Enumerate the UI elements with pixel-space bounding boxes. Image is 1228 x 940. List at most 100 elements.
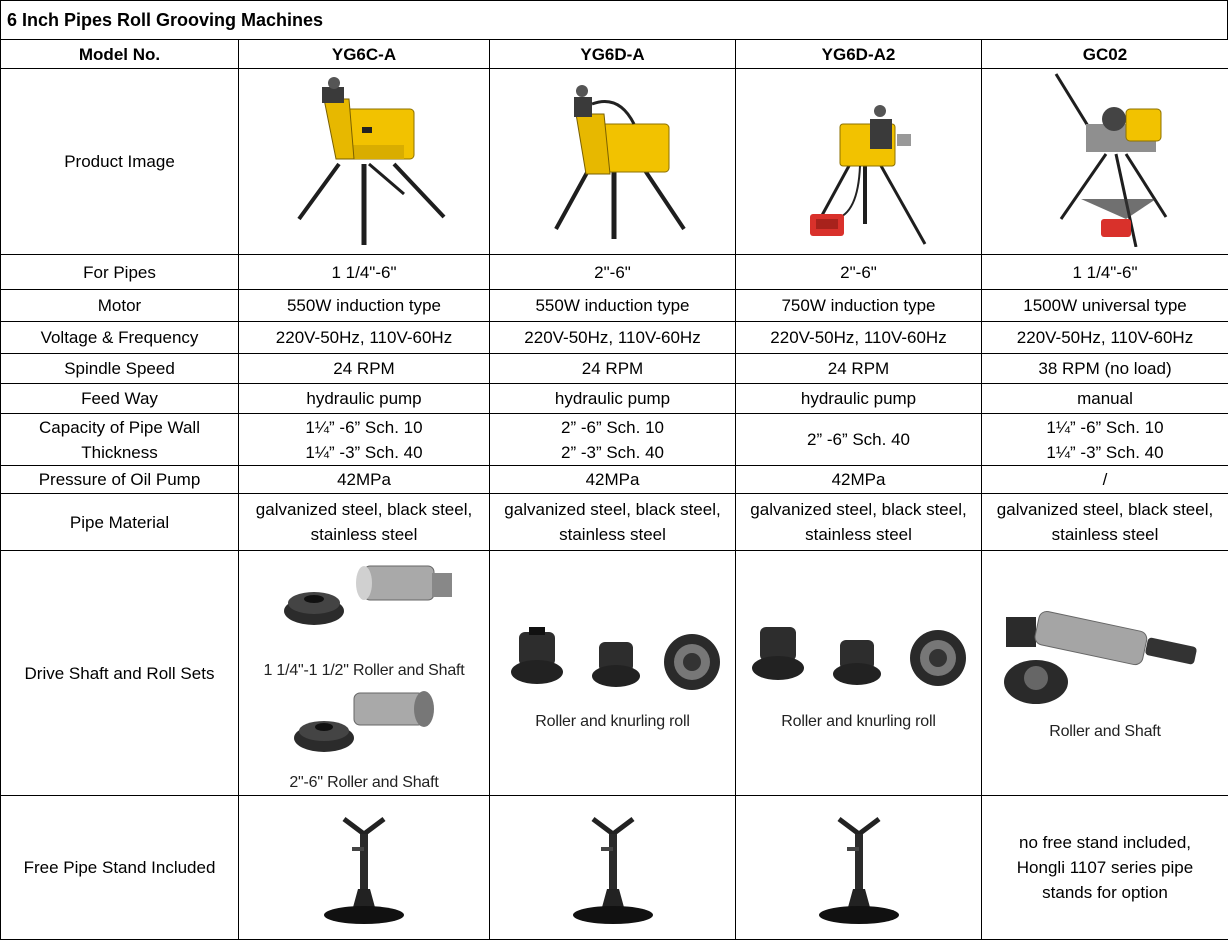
cell-value: manual	[982, 384, 1228, 414]
capacity-line: 2” -6” Sch. 10	[494, 415, 731, 440]
material-line: galvanized steel, black steel,	[494, 497, 731, 522]
spindle-label: Spindle Speed	[1, 354, 239, 384]
product-image-gc02	[982, 69, 1228, 255]
cell-value: 1¼” -6” Sch. 10 1¼” -3” Sch. 40	[982, 414, 1228, 466]
stand-note-line: Hongli 1107 series pipe	[986, 855, 1224, 880]
cell-value: galvanized steel, black steel,stainless …	[736, 494, 982, 551]
material-line: stainless steel	[986, 522, 1224, 547]
material-line: stainless steel	[494, 522, 731, 547]
drive-caption: 1 1/4"-1 1/2" Roller and Shaft	[239, 658, 489, 683]
cell-value: 220V-50Hz, 110V-60Hz	[982, 322, 1228, 354]
product-image-label: Product Image	[1, 69, 239, 255]
roller-shaft-image	[244, 683, 484, 763]
cell-value: galvanized steel, black steel,stainless …	[982, 494, 1228, 551]
cell-value: 2"-6"	[490, 255, 736, 290]
stand-note-line: no free stand included,	[986, 830, 1224, 855]
stand-label: Free Pipe Stand Included	[1, 796, 239, 940]
grooving-machine-image	[494, 69, 734, 247]
cell-value: 2” -6” Sch. 40	[736, 414, 982, 466]
product-image-yg6d-a	[490, 69, 736, 255]
cell-value: 1 1/4"-6"	[239, 255, 490, 290]
cell-value: 220V-50Hz, 110V-60Hz	[490, 322, 736, 354]
model-yg6d-a: YG6D-A	[490, 40, 736, 69]
cell-value: 2"-6"	[736, 255, 982, 290]
grooving-machine-image	[986, 69, 1226, 247]
row-for-pipes: For Pipes 1 1/4"-6" 2"-6" 2"-6" 1 1/4"-6…	[1, 255, 1228, 290]
product-image-yg6d-a2	[736, 69, 982, 255]
stand-yg6d-a	[490, 796, 736, 940]
stand-note-line: stands for option	[986, 880, 1224, 905]
capacity-label-line: Thickness	[5, 440, 234, 465]
drive-caption: Roller and knurling roll	[740, 709, 977, 734]
row-spindle-speed: Spindle Speed 24 RPM 24 RPM 24 RPM 38 RP…	[1, 354, 1228, 384]
material-line: galvanized steel, black steel,	[740, 497, 977, 522]
cell-value: 1 1/4"-6"	[982, 255, 1228, 290]
cell-value: hydraulic pump	[239, 384, 490, 414]
pressure-label: Pressure of Oil Pump	[1, 466, 239, 494]
drive-caption: Roller and Shaft	[986, 719, 1224, 744]
capacity-line: 1¼” -6” Sch. 10	[986, 415, 1224, 440]
cell-value: 24 RPM	[239, 354, 490, 384]
cell-value: 42MPa	[490, 466, 736, 494]
cell-value: hydraulic pump	[736, 384, 982, 414]
cell-value: 2” -6” Sch. 10 2” -3” Sch. 40	[490, 414, 736, 466]
capacity-line: 1¼” -3” Sch. 40	[243, 440, 485, 465]
row-pressure: Pressure of Oil Pump 42MPa 42MPa 42MPa /	[1, 466, 1228, 494]
cell-value: /	[982, 466, 1228, 494]
drive-yg6d-a: Roller and knurling roll	[490, 551, 736, 796]
drive-yg6d-a2: Roller and knurling roll	[736, 551, 982, 796]
pipe-stand-image	[314, 799, 414, 929]
cell-value: 1¼” -6” Sch. 10 1¼” -3” Sch. 40	[239, 414, 490, 466]
capacity-label: Capacity of Pipe Wall Thickness	[1, 414, 239, 466]
cell-value: galvanized steel, black steel,stainless …	[490, 494, 736, 551]
material-label: Pipe Material	[1, 494, 239, 551]
spec-table: Model No. YG6C-A YG6D-A YG6D-A2 GC02 Pro…	[0, 39, 1228, 940]
capacity-line: 1¼” -6” Sch. 10	[243, 415, 485, 440]
capacity-label-line: Capacity of Pipe Wall	[5, 415, 234, 440]
page-title: 6 Inch Pipes Roll Grooving Machines	[0, 0, 1228, 40]
pipe-stand-image	[563, 799, 663, 929]
grooving-machine-image	[244, 69, 484, 247]
row-motor: Motor 550W induction type 550W induction…	[1, 290, 1228, 322]
material-line: stainless steel	[740, 522, 977, 547]
cell-value: 550W induction type	[490, 290, 736, 322]
stand-yg6c-a	[239, 796, 490, 940]
cell-value: 24 RPM	[490, 354, 736, 384]
motor-label: Motor	[1, 290, 239, 322]
cell-value: 38 RPM (no load)	[982, 354, 1228, 384]
drive-label: Drive Shaft and Roll Sets	[1, 551, 239, 796]
cell-value: 750W induction type	[736, 290, 982, 322]
row-capacity: Capacity of Pipe Wall Thickness 1¼” -6” …	[1, 414, 1228, 466]
material-line: galvanized steel, black steel,	[243, 497, 485, 522]
grooving-machine-image	[740, 69, 980, 247]
roller-shaft-image	[244, 551, 484, 651]
cell-value: 42MPa	[239, 466, 490, 494]
stand-yg6d-a2	[736, 796, 982, 940]
product-image-yg6c-a	[239, 69, 490, 255]
material-line: galvanized steel, black steel,	[986, 497, 1224, 522]
cell-value: 24 RPM	[736, 354, 982, 384]
roller-set-image	[494, 612, 734, 702]
pipe-stand-image	[809, 799, 909, 929]
cell-value: 220V-50Hz, 110V-60Hz	[239, 322, 490, 354]
feed-label: Feed Way	[1, 384, 239, 414]
capacity-line: 2” -6” Sch. 40	[740, 427, 977, 452]
drive-gc02: Roller and Shaft	[982, 551, 1228, 796]
model-gc02: GC02	[982, 40, 1228, 69]
row-product-image: Product Image	[1, 69, 1228, 255]
header-row: Model No. YG6C-A YG6D-A YG6D-A2 GC02	[1, 40, 1228, 69]
voltage-label: Voltage & Frequency	[1, 322, 239, 354]
roller-set-image	[740, 612, 980, 702]
for-pipes-label: For Pipes	[1, 255, 239, 290]
drive-yg6c-a: 1 1/4"-1 1/2" Roller and Shaft 2"-6" Rol…	[239, 551, 490, 796]
cell-value: 1500W universal type	[982, 290, 1228, 322]
drive-caption: Roller and knurling roll	[494, 709, 731, 734]
capacity-line: 1¼” -3” Sch. 40	[986, 440, 1224, 465]
model-yg6c-a: YG6C-A	[239, 40, 490, 69]
row-free-stand: Free Pipe Stand Included	[1, 796, 1228, 940]
cell-value: hydraulic pump	[490, 384, 736, 414]
cell-value: 550W induction type	[239, 290, 490, 322]
header-label: Model No.	[1, 40, 239, 69]
row-feed-way: Feed Way hydraulic pump hydraulic pump h…	[1, 384, 1228, 414]
cell-value: 42MPa	[736, 466, 982, 494]
